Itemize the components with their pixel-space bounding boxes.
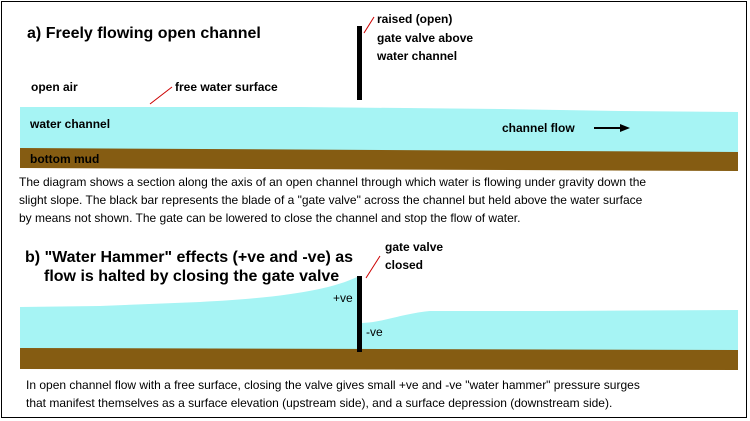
section-a-description-line3: by means not shown. The gate can be lowe… — [19, 211, 521, 225]
channel-flow-label: channel flow — [502, 121, 575, 135]
closed-gate-valve — [357, 276, 362, 352]
gate-label-pointer-b — [365, 255, 381, 279]
bottom-mud-a — [20, 148, 738, 171]
gate-label-a-line2: gate valve above — [377, 31, 474, 45]
section-b-letter: b) — [25, 249, 41, 266]
section-b-description-line1: In open channel flow with a free surface… — [26, 378, 640, 392]
gate-label-a-line3: water channel — [377, 49, 458, 63]
section-b-heading: b) "Water Hammer" effects (+ve and -ve) … — [25, 249, 353, 267]
minus-ve-label: -ve — [366, 325, 383, 339]
bottom-mud-label: bottom mud — [30, 152, 100, 166]
water-channel-b-downstream — [362, 310, 738, 350]
raised-gate-valve — [357, 26, 362, 100]
free-surface-pointer — [149, 86, 173, 105]
section-b-title-line2: flow is halted by closing the gate valve — [44, 268, 340, 285]
water-channel-b — [20, 277, 357, 350]
section-b-title-line1: "Water Hammer" effects (+ve and -ve) as — [44, 249, 354, 266]
gate-label-a-line1: raised (open) — [377, 12, 453, 26]
water-channel-label: water channel — [30, 117, 111, 131]
gate-label-b-line1: gate valve — [385, 240, 444, 254]
free-water-surface-label: free water surface — [175, 80, 278, 94]
gate-label-b-line2: closed — [385, 258, 424, 272]
bottom-mud-b — [20, 348, 738, 370]
plus-ve-label: +ve — [333, 291, 353, 305]
gate-label-pointer-a — [363, 16, 375, 34]
open-air-label: open air — [31, 80, 78, 94]
section-a-title: Freely flowing open channel — [45, 25, 261, 42]
section-a-description-line1: The diagram shows a section along the ax… — [19, 175, 647, 189]
section-a-letter: a) — [27, 25, 42, 42]
channel-flow-arrow-icon — [594, 124, 630, 132]
water-channel-a — [20, 107, 738, 152]
section-b-description-line2: that manifest themselves as a surface el… — [26, 396, 613, 410]
section-a-heading: a) Freely flowing open channel — [27, 25, 261, 43]
section-a-description-line2: slight slope. The black bar represents t… — [19, 193, 643, 207]
